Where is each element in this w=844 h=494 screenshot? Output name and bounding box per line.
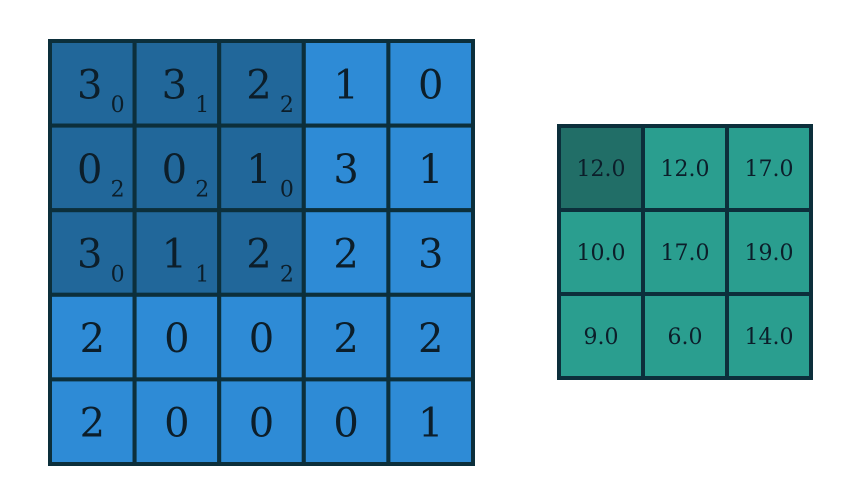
kernel-weight-0-2: 2 — [280, 93, 294, 118]
input-value-0-1: 3 — [162, 62, 187, 108]
input-cell-4-0 — [48, 377, 137, 466]
input-value-3-3: 2 — [333, 316, 358, 362]
input-cell-3-4 — [386, 292, 475, 382]
kernel-weight-0-1: 1 — [195, 93, 209, 118]
input-value-2-0: 3 — [77, 232, 102, 278]
kernel-weight-2-1: 1 — [195, 262, 209, 287]
input-value-4-1: 0 — [164, 401, 189, 447]
input-value-1-4: 1 — [418, 147, 443, 193]
input-value-0-0: 3 — [77, 62, 102, 108]
input-cell-4-4 — [386, 377, 475, 466]
output-cell-2-2 — [725, 292, 813, 380]
output-value-2-0: 9.0 — [584, 325, 619, 350]
input-value-1-3: 3 — [333, 147, 358, 193]
output-value-0-1: 12.0 — [661, 157, 710, 182]
input-value-4-3: 0 — [333, 401, 358, 447]
input-value-4-4: 1 — [418, 401, 443, 447]
input-cell-3-3 — [301, 292, 391, 382]
kernel-weight-0-0: 0 — [111, 93, 125, 118]
kernel-weight-1-1: 2 — [195, 178, 209, 203]
input-cell-4-2 — [217, 377, 306, 466]
input-cell-1-2 — [217, 123, 306, 213]
output-value-2-2: 14.0 — [745, 325, 794, 350]
output-value-0-2: 17.0 — [745, 157, 794, 182]
output-value-0-0: 12.0 — [577, 157, 626, 182]
output-cell-1-2 — [725, 208, 813, 296]
output-value-1-1: 17.0 — [661, 241, 710, 266]
input-cell-2-1 — [132, 208, 222, 297]
input-value-4-2: 0 — [249, 401, 274, 447]
input-value-1-1: 0 — [162, 147, 187, 193]
output-value-1-0: 10.0 — [577, 241, 626, 266]
input-value-2-2: 2 — [246, 232, 271, 278]
output-value-1-2: 19.0 — [745, 241, 794, 266]
input-value-1-2: 1 — [246, 147, 271, 193]
input-value-4-0: 2 — [80, 401, 105, 447]
kernel-weight-1-0: 2 — [111, 178, 125, 203]
kernel-weight-2-0: 0 — [111, 262, 125, 287]
input-cell-3-1 — [132, 292, 222, 382]
input-value-3-0: 2 — [80, 316, 105, 362]
input-value-2-4: 3 — [418, 232, 443, 278]
input-cell-3-0 — [48, 292, 137, 382]
output-cell-0-1 — [641, 124, 729, 212]
kernel-weight-1-2: 0 — [280, 178, 294, 203]
input-value-0-3: 1 — [333, 62, 358, 108]
kernel-weight-2-2: 2 — [280, 262, 294, 287]
input-cell-1-4 — [386, 123, 475, 213]
input-value-0-2: 2 — [246, 62, 271, 108]
input-value-1-0: 0 — [77, 147, 102, 193]
input-value-2-3: 2 — [333, 232, 358, 278]
input-value-3-4: 2 — [418, 316, 443, 362]
input-value-3-1: 0 — [164, 316, 189, 362]
output-grid: 12.0 12.0 17.0 10.0 17.0 19.0 9.0 6.0 14.0 — [557, 124, 813, 380]
output-cell-1-0 — [557, 208, 645, 296]
input-value-2-1: 1 — [162, 232, 187, 278]
input-value-3-2: 0 — [249, 316, 274, 362]
output-value-2-1: 6.0 — [668, 325, 703, 350]
input-value-0-4: 0 — [418, 62, 443, 108]
